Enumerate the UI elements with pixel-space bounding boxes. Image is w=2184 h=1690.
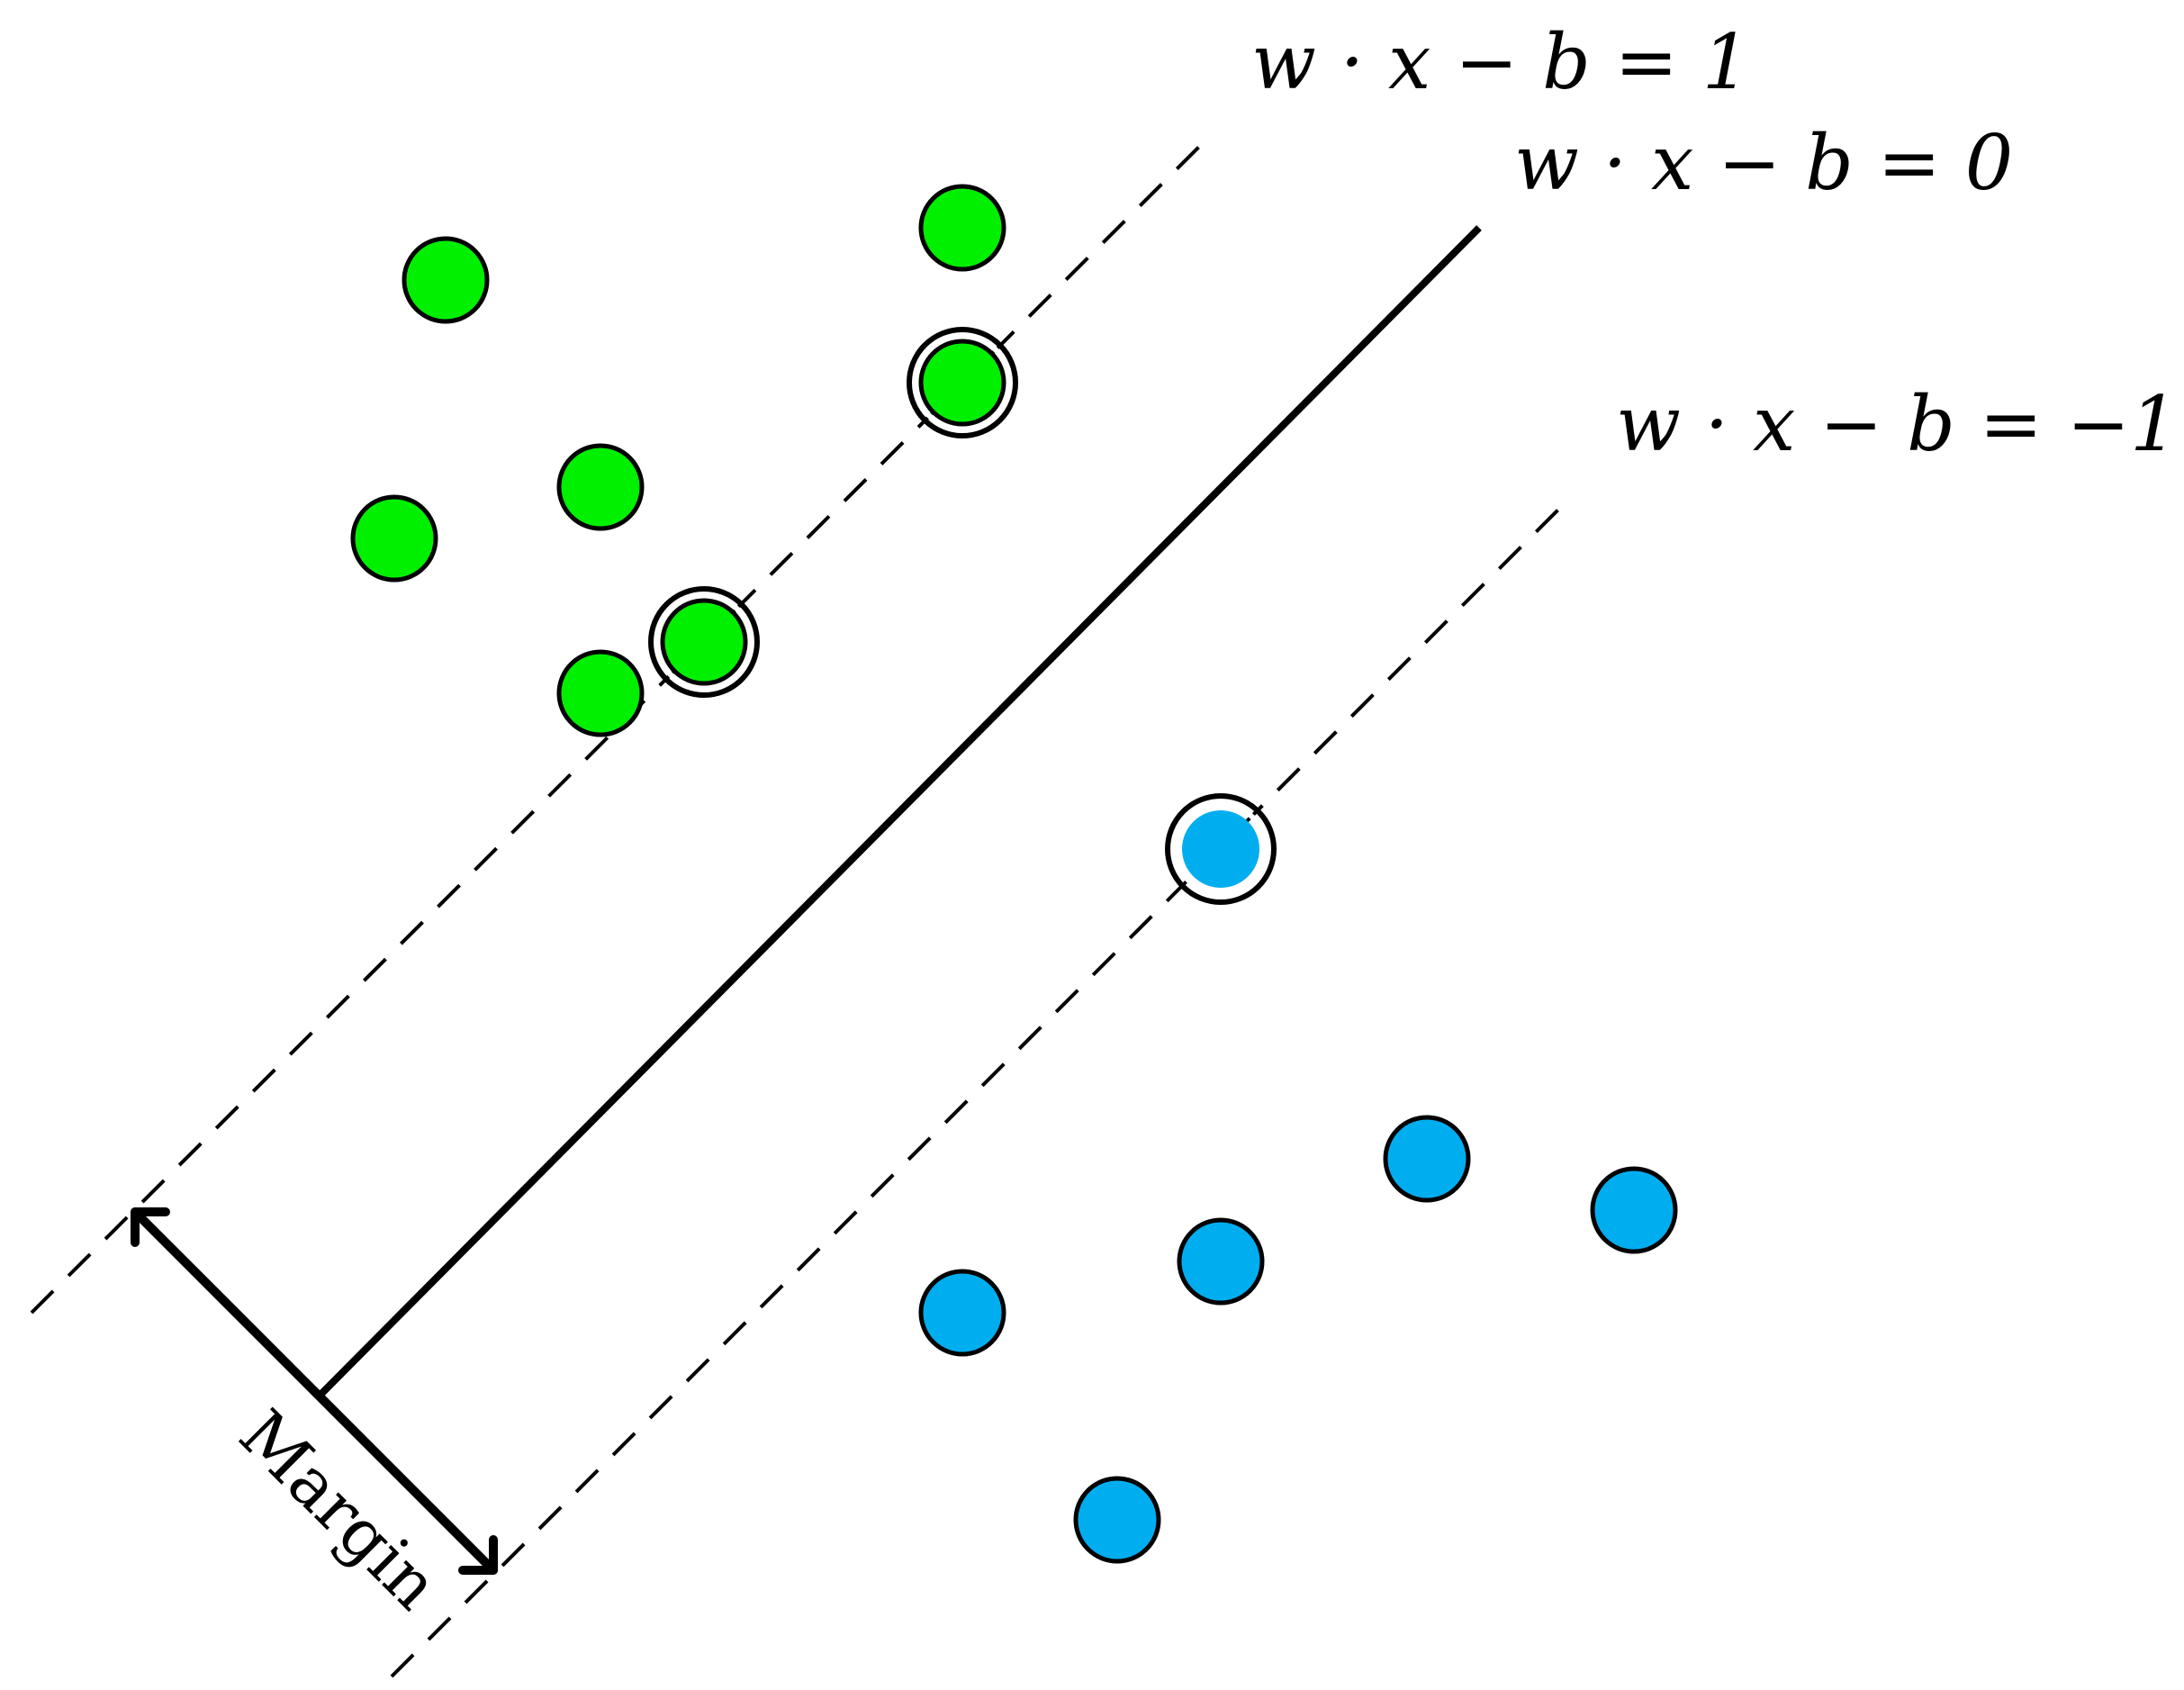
- decision-boundary-line: [317, 225, 1482, 1398]
- class-b-point: [918, 1269, 1006, 1357]
- margin-arrow: [131, 1207, 498, 1575]
- class-a-point: [556, 443, 645, 531]
- negative-hyperplane-label: w · x − b = −1: [1616, 380, 2179, 468]
- class-a-point: [350, 494, 438, 583]
- decision-boundary-label: w · x − b = 0: [1514, 119, 2013, 207]
- positive-margin-line: [30, 133, 1213, 1315]
- support-vector-ring: [1165, 793, 1277, 905]
- class-b-point: [1383, 1115, 1471, 1203]
- class-a-point: [918, 339, 1006, 427]
- class-b-points: [918, 810, 1678, 1564]
- class-b-point: [1590, 1166, 1678, 1254]
- support-vector-ring: [907, 327, 1018, 438]
- class-a-point: [556, 649, 645, 737]
- margin-label: Margin: [224, 1396, 454, 1625]
- class-a-point: [660, 598, 748, 686]
- class-a-points: [350, 184, 1006, 737]
- class-a-point: [402, 236, 490, 324]
- class-b-point: [1177, 1217, 1265, 1306]
- support-vector-ring: [648, 586, 760, 698]
- class-b-support-point: [1182, 810, 1259, 888]
- negative-margin-line: [390, 495, 1573, 1678]
- class-b-point: [1073, 1476, 1161, 1564]
- positive-hyperplane-label: w · x − b = 1: [1251, 18, 1750, 106]
- class-a-point: [918, 184, 1006, 272]
